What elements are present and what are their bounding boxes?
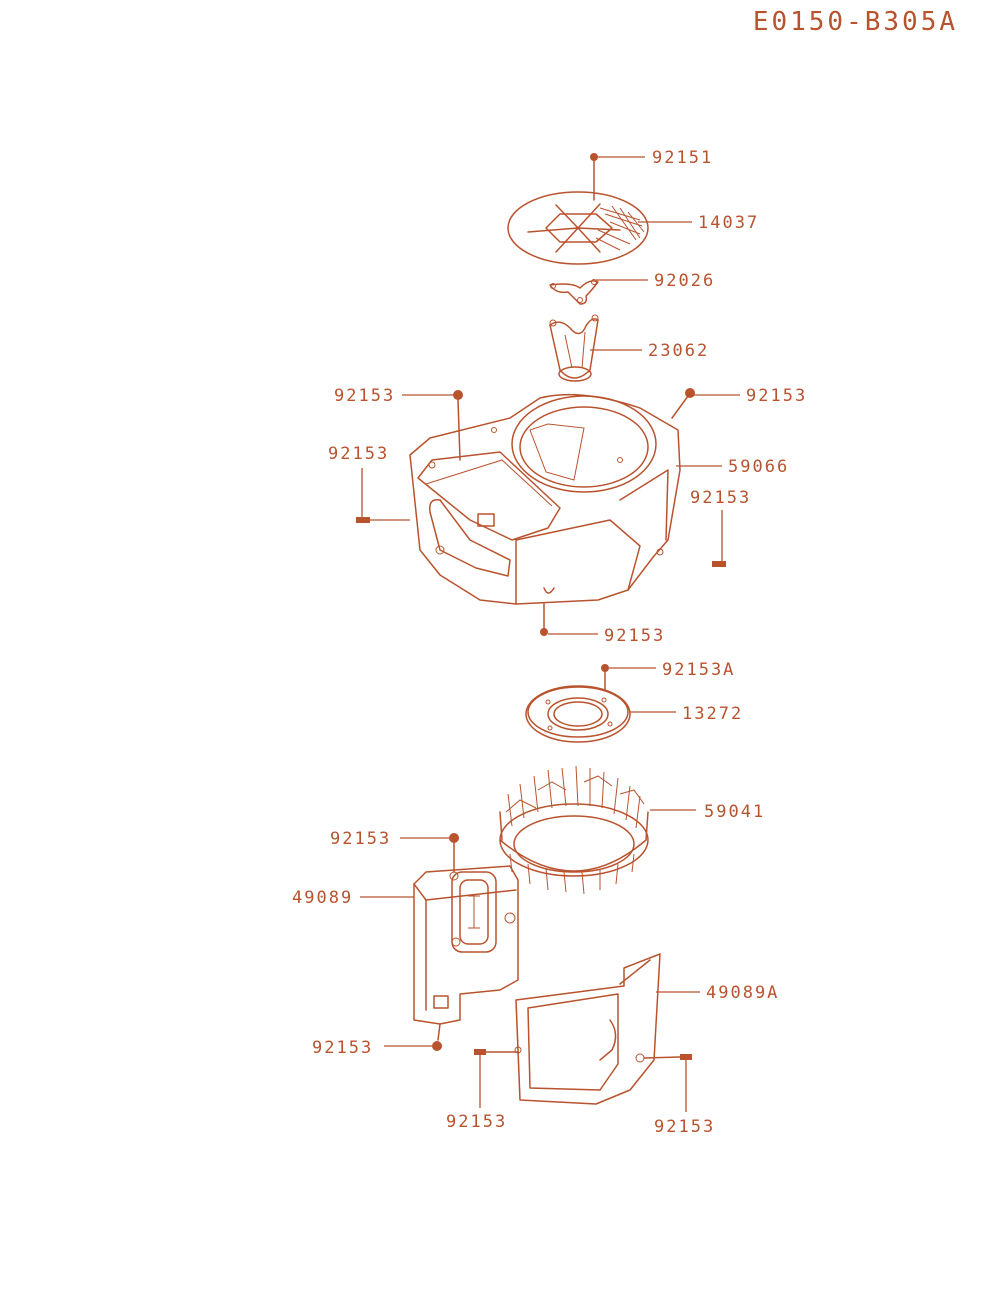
diagram-code: E0150-B305A [753, 7, 958, 37]
part-label-92153-cover-top: 92153 [330, 829, 391, 849]
bolt-92153-cover-bottom [432, 1041, 442, 1051]
screen-14037-part [507, 191, 649, 265]
part-label-92153-lower-left: 92153 [446, 1112, 507, 1132]
part-labels: 92151 14037 92026 23062 92153 92153 9215… [292, 148, 807, 1137]
fasteners [356, 388, 726, 1060]
bolt-92153-left [356, 517, 370, 523]
part-label-23062: 23062 [648, 341, 709, 361]
bolt-92153a [601, 664, 609, 672]
bolt-92153-top-right [685, 388, 695, 398]
shroud-59066-part [409, 393, 681, 605]
cover-49089-part [413, 865, 519, 1025]
cover-49089a-part [514, 953, 661, 1105]
part-label-92153-right: 92153 [690, 488, 751, 508]
part-label-49089a: 49089A [706, 983, 779, 1003]
part-label-92026: 92026 [654, 271, 715, 291]
part-label-92153a: 92153A [662, 660, 735, 680]
part-label-59041: 59041 [704, 802, 765, 822]
part-label-49089: 49089 [292, 888, 353, 908]
bolt-92153-lower-right [680, 1054, 692, 1060]
part-label-92153-bottom: 92153 [604, 626, 665, 646]
flywheel-fan-59041-part [499, 765, 649, 895]
bolt-92153-top-left [453, 390, 463, 400]
part-label-92153-top-right: 92153 [746, 386, 807, 406]
bolt-92153-lower-left [474, 1049, 486, 1055]
part-label-92153-cover-bottom: 92153 [312, 1038, 373, 1058]
bolt-92153-bottom [540, 628, 548, 636]
part-label-92153-left: 92153 [328, 444, 389, 464]
part-label-92151: 92151 [652, 148, 713, 168]
part-label-59066: 59066 [728, 457, 789, 477]
fan-hub-23062-part [549, 314, 599, 382]
bolt-92153-cover-top [449, 833, 459, 843]
fan-plate-13272-part [525, 685, 631, 743]
part-label-14037: 14037 [698, 213, 759, 233]
bolt-92153-right [712, 561, 726, 567]
leader-lines [360, 156, 740, 1112]
part-label-92153-top-left: 92153 [334, 386, 395, 406]
plate-92026-part [549, 279, 599, 305]
part-label-92153-lower-right: 92153 [654, 1117, 715, 1137]
part-label-13272: 13272 [682, 704, 743, 724]
